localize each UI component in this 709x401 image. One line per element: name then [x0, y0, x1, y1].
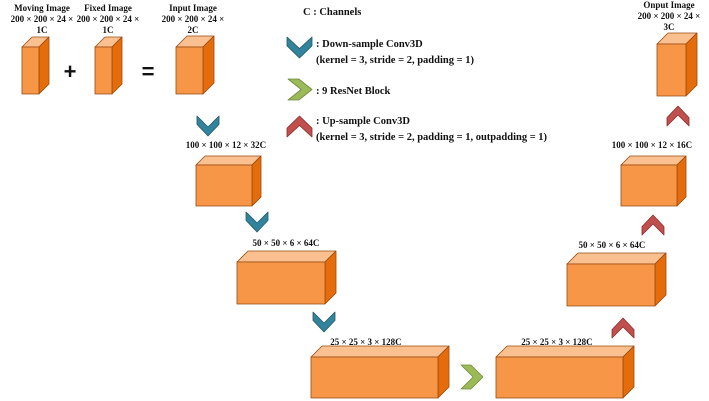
- chevron-icon: [287, 78, 313, 101]
- box-top-face: [236, 250, 337, 263]
- moving-image-box: [21, 36, 50, 95]
- legend: C : Channels : Down-sample Conv3D (kerne…: [286, 7, 548, 143]
- encoder-2-box: [236, 250, 337, 305]
- moving-image-channels: 1C: [37, 25, 48, 35]
- encoder-3-label: 25 × 25 × 3 × 128C: [330, 337, 401, 347]
- chevron-icon: [286, 115, 313, 138]
- output-image-channels: 3C: [664, 22, 675, 32]
- chevron-icon: [245, 211, 269, 233]
- up-sample-arrow-3: [666, 105, 690, 127]
- decoder-3-label: 100 × 100 × 12 × 16C: [612, 140, 692, 150]
- chevron-icon: [666, 105, 690, 127]
- box-front-face: [21, 46, 40, 95]
- chevron-icon: [641, 214, 665, 236]
- decoder-1-label: 25 × 25 × 3 × 128C: [521, 337, 592, 347]
- legend-resnet-label: : 9 ResNet Block: [316, 86, 391, 97]
- decoder-1-box: [495, 345, 635, 399]
- box-front-face: [310, 356, 439, 399]
- legend-down-sample-icon: [286, 36, 313, 59]
- legend-down-sample-title: : Down-sample Conv3D: [316, 39, 423, 50]
- equals-sign: =: [142, 59, 155, 84]
- decoder-block-2: 50 × 50 × 6 × 64C: [566, 240, 667, 307]
- output-image-box: [656, 32, 698, 97]
- box-front-face: [94, 46, 113, 95]
- down-sample-arrow-1: [196, 115, 220, 137]
- legend-up-sample-title: : Up-sample Conv3D: [316, 116, 410, 127]
- box-top-face: [620, 155, 687, 166]
- encoder-2-label: 50 × 50 × 6 × 64C: [253, 238, 320, 248]
- plus-sign: +: [64, 59, 77, 84]
- moving-image-shape: 200 × 200 × 24 ×: [11, 14, 74, 24]
- encoder-block-1: 100 × 100 × 12 × 32C: [186, 140, 266, 207]
- box-top-face: [566, 252, 667, 265]
- down-sample-arrow-3: [312, 311, 336, 333]
- resnet-arrow: [460, 364, 484, 390]
- decoder-2-box: [566, 252, 667, 307]
- box-top-face: [310, 345, 450, 358]
- box-front-face: [175, 46, 204, 95]
- down-sample-arrow-2: [245, 211, 269, 233]
- box-front-face: [495, 356, 624, 399]
- fixed-image-block: Fixed Image 200 × 200 × 24 × 1C: [77, 3, 140, 95]
- legend-resnet-icon: [287, 78, 313, 101]
- fixed-image-box: [94, 36, 123, 95]
- moving-image-title: Moving Image: [14, 3, 70, 13]
- input-image-title: Input Image: [169, 3, 217, 13]
- legend-up-sample-params: (kernel = 3, stride = 2, padding = 1, ou…: [316, 132, 548, 143]
- legend-down-sample-params: (kernel = 3, stride = 2, padding = 1): [316, 55, 474, 66]
- input-image-channels: 2C: [188, 25, 199, 35]
- fixed-image-title: Fixed Image: [84, 3, 132, 13]
- legend-up-sample-icon: [286, 115, 313, 138]
- box-side-face: [685, 32, 698, 97]
- box-top-face: [495, 345, 635, 358]
- box-front-face: [656, 43, 687, 97]
- encoder-1-box: [195, 155, 262, 207]
- encoder-3-box: [310, 345, 450, 399]
- box-front-face: [195, 164, 253, 207]
- box-side-face: [111, 36, 123, 95]
- chevron-icon: [611, 317, 635, 339]
- input-image-shape: 200 × 200 × 24 ×: [162, 14, 225, 24]
- box-front-face: [236, 261, 326, 305]
- output-image-title: Onput Image: [643, 0, 694, 10]
- chevron-icon: [460, 364, 484, 390]
- fixed-image-channels: 1C: [103, 25, 114, 35]
- decoder-block-1: 25 × 25 × 3 × 128C: [495, 337, 635, 399]
- legend-channels: C : Channels: [303, 7, 361, 18]
- input-image-box: [175, 35, 215, 95]
- encoder-1-label: 100 × 100 × 12 × 32C: [186, 140, 266, 150]
- chevron-icon: [196, 115, 220, 137]
- box-top-face: [195, 155, 262, 166]
- fixed-image-shape: 200 × 200 × 24 ×: [77, 14, 140, 24]
- box-side-face: [676, 155, 687, 207]
- output-image-block: Onput Image 200 × 200 × 24 × 3C: [638, 0, 701, 97]
- up-sample-arrow-2: [641, 214, 665, 236]
- input-image-block: Input Image 200 × 200 × 24 × 2C: [162, 3, 225, 95]
- up-sample-arrow-1: [611, 317, 635, 339]
- box-side-face: [38, 36, 50, 95]
- box-side-face: [251, 155, 262, 207]
- box-front-face: [620, 164, 678, 207]
- encoder-block-3: 25 × 25 × 3 × 128C: [310, 337, 450, 399]
- chevron-icon: [312, 311, 336, 333]
- encoder-block-2: 50 × 50 × 6 × 64C: [236, 238, 337, 305]
- decoder-block-3: 100 × 100 × 12 × 16C: [612, 140, 692, 207]
- box-front-face: [566, 263, 656, 307]
- output-image-shape: 200 × 200 × 24 ×: [638, 11, 701, 21]
- decoder-2-label: 50 × 50 × 6 × 64C: [579, 240, 646, 250]
- chevron-icon: [286, 36, 313, 59]
- moving-image-block: Moving Image 200 × 200 × 24 × 1C: [11, 3, 74, 95]
- decoder-3-box: [620, 155, 687, 207]
